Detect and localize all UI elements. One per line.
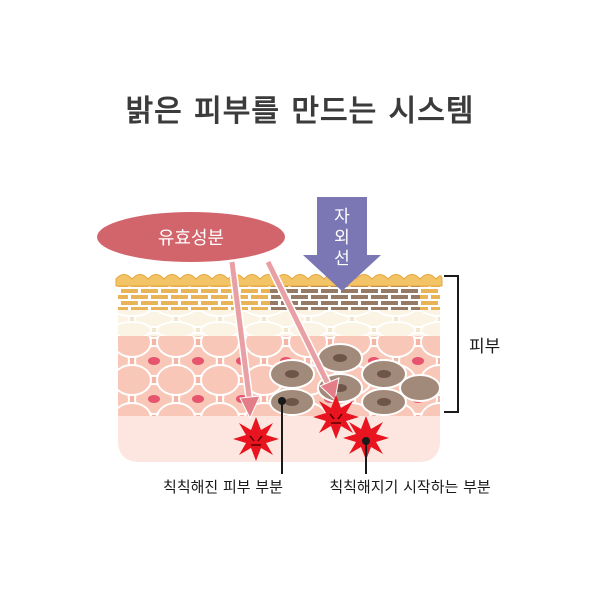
damage-burst-icon [313, 395, 359, 439]
skin-label: 피부 [469, 337, 500, 357]
uv-label-1: 자 [334, 207, 350, 227]
ingredient-label: 유효성분 [158, 228, 224, 249]
damage-burst-icon [233, 417, 279, 461]
damaged-area-label: 칙칙해진 피부 부분 [163, 478, 283, 496]
ingredient-bubble [97, 212, 285, 262]
ingredient-arrows [228, 258, 340, 420]
uv-label-2: 외 [334, 228, 350, 248]
page-title: 밝은 피부를 만드는 시스템 [125, 94, 475, 129]
uv-label-3: 선 [334, 249, 350, 269]
leader-lines [278, 397, 370, 474]
starting-area-label: 칙칙해지기 시작하는 부분 [329, 478, 491, 496]
skin-cross-section [118, 282, 440, 462]
uv-arrow [303, 197, 381, 291]
skin-bracket [444, 275, 459, 413]
